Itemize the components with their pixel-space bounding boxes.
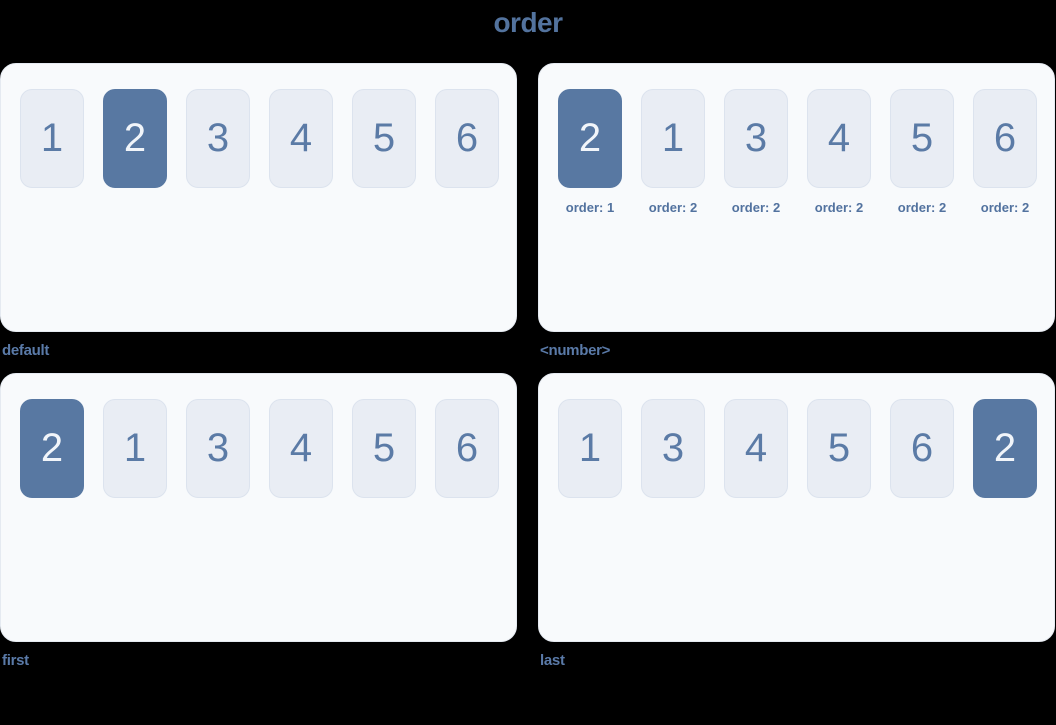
flex-item-box: 4	[724, 399, 788, 498]
order-value-label: order: 2	[897, 200, 947, 215]
flex-item-box: 4	[269, 89, 333, 188]
panel-caption-number: <number>	[540, 342, 611, 359]
flex-item-box-highlighted: 2	[973, 399, 1037, 498]
flex-item: 4	[724, 399, 788, 498]
flex-item: 5	[807, 399, 871, 498]
flex-item-box: 3	[724, 89, 788, 188]
flex-item-box: 4	[269, 399, 333, 498]
flex-item: 2	[103, 89, 167, 188]
order-value-label: order: 2	[814, 200, 864, 215]
flex-item-box-highlighted: 2	[558, 89, 622, 188]
flex-item: 3	[186, 89, 250, 188]
flex-item-box: 1	[558, 399, 622, 498]
flex-item-box: 1	[20, 89, 84, 188]
flex-item: 4 order: 2	[807, 89, 871, 215]
page-title: order	[493, 7, 563, 38]
panel-caption-last: last	[540, 652, 565, 669]
flex-item-box: 5	[807, 399, 871, 498]
flex-item-box: 3	[186, 89, 250, 188]
flex-item: 6 order: 2	[973, 89, 1037, 215]
flex-item-box: 4	[807, 89, 871, 188]
flex-item: 2 order: 1	[558, 89, 622, 215]
order-value-label: order: 2	[648, 200, 698, 215]
panel-caption-first: first	[2, 652, 29, 669]
flex-item: 5 order: 2	[890, 89, 954, 215]
flex-item: 3	[186, 399, 250, 498]
flex-item: 5	[352, 399, 416, 498]
flex-item-box: 1	[641, 89, 705, 188]
flex-container-panel-number: 2 order: 1 1 order: 2 3 order: 2 4 order: 2 5 ord…	[538, 63, 1055, 332]
flex-item: 1	[20, 89, 84, 188]
flex-item: 1	[558, 399, 622, 498]
flex-item-box: 1	[103, 399, 167, 498]
example-number: 2 order: 1 1 order: 2 3 order: 2 4 order: 2 5 ord…	[538, 63, 1055, 373]
flex-item: 1	[103, 399, 167, 498]
flex-item: 4	[269, 399, 333, 498]
flex-item-box: 6	[973, 89, 1037, 188]
flex-item-box: 5	[352, 399, 416, 498]
flex-item: 3	[641, 399, 705, 498]
flex-item: 6	[890, 399, 954, 498]
order-value-label: order: 2	[980, 200, 1030, 215]
flex-item: 6	[435, 89, 499, 188]
flex-item-box-highlighted: 2	[20, 399, 84, 498]
flex-item: 3 order: 2	[724, 89, 788, 215]
flex-item: 5	[352, 89, 416, 188]
flex-item-box: 5	[352, 89, 416, 188]
flex-item-box: 5	[890, 89, 954, 188]
flex-item: 4	[269, 89, 333, 188]
flex-item: 1 order: 2	[641, 89, 705, 215]
flex-item: 2	[973, 399, 1037, 498]
order-value-label: order: 2	[731, 200, 781, 215]
flex-item-box: 6	[890, 399, 954, 498]
flex-item-box: 6	[435, 399, 499, 498]
flex-item-box: 3	[641, 399, 705, 498]
flex-item-box: 3	[186, 399, 250, 498]
order-value-label: order: 1	[565, 200, 615, 215]
flex-item: 6	[435, 399, 499, 498]
flex-item-box: 6	[435, 89, 499, 188]
flex-item: 2	[20, 399, 84, 498]
panel-caption-default: default	[2, 342, 50, 359]
flex-item-box-highlighted: 2	[103, 89, 167, 188]
